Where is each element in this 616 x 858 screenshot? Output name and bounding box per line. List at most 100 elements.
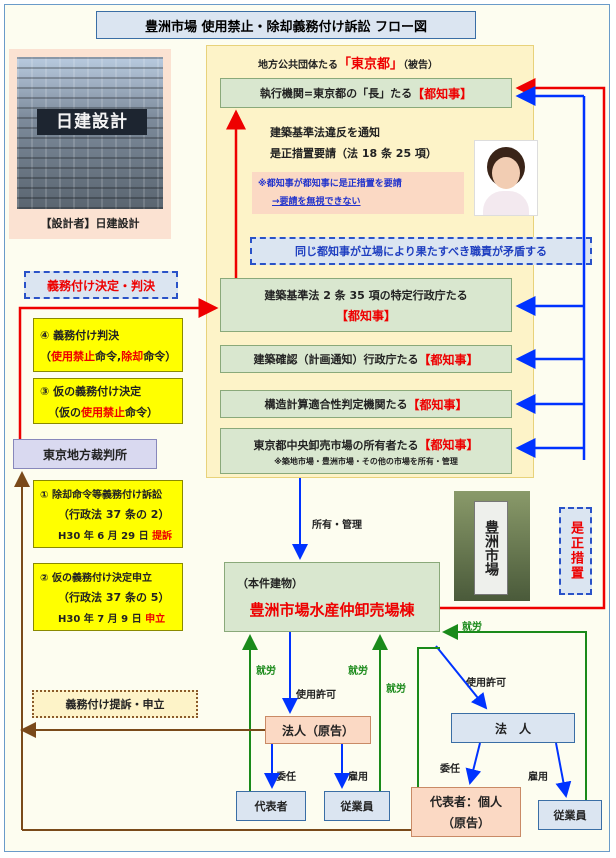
box3-title: ③ 仮の義務付け決定 <box>40 384 142 398</box>
corp-box: 法 人 <box>451 713 575 743</box>
representative-box: 代表者 <box>236 791 306 821</box>
agency3-role: 【都知事】 <box>407 397 468 412</box>
exec-prefix: 執行機関=東京都の「長」たる <box>259 87 413 100</box>
work-label-3: 就労 <box>386 684 406 695</box>
use-permit-label-1: 使用許可 <box>296 690 336 701</box>
entrust-arrow-2 <box>465 742 482 785</box>
use-permit-label-2: 使用許可 <box>466 678 506 689</box>
box1-title: ① 除却命令等義務付け訴訟 <box>40 490 162 501</box>
notice-line-2: 是正措置要請（法 18 条 25 項） <box>270 147 437 160</box>
building-box: （本件建物） 豊洲市場水産仲卸売場棟 <box>224 562 440 632</box>
intro-name: 「東京都」 <box>338 57 404 72</box>
agency3-prefix: 構造計算適合性判定機関たる <box>264 398 408 411</box>
box4-title: ④ 義務付け判決 <box>40 328 120 342</box>
executive-box: 執行機関=東京都の「長」たる【都知事】 <box>220 78 512 108</box>
owner-manage-label: 所有・管理 <box>312 520 362 531</box>
work-label-4: 就労 <box>462 622 482 633</box>
agency2-role: 【都知事】 <box>418 352 479 367</box>
work-label-2: 就労 <box>348 666 368 677</box>
correction-text: 是正措置 <box>568 521 583 581</box>
designer-panel: 日建設計 【設計者】日建設計 <box>9 49 171 239</box>
note-line-2: →要請を無視できない <box>272 197 361 207</box>
filing-banner: 義務付け提訴・申立 <box>32 690 198 718</box>
work-label-1: 就労 <box>256 666 276 677</box>
work-arrow-4 <box>442 624 587 800</box>
intro-prefix: 地方公共団体たる <box>258 60 338 71</box>
red-court-arrow <box>18 298 219 439</box>
agency-box-structural: 構造計算適合性判定機関たる【都知事】 <box>220 390 512 418</box>
hire-label-1: 雇用 <box>348 772 368 783</box>
lawsuit-box: ① 除却命令等義務付け訴訟 （行政法 37 条の 2） H30 年 6 月 29… <box>33 480 183 548</box>
provisional-decision-box: ③ 仮の義務付け決定 （仮の使用禁止命令） <box>33 378 183 424</box>
use-permit-arrow-2 <box>435 645 488 710</box>
note-box: ※都知事が都知事に是正措置を要請 →要請を無視できない <box>252 172 464 214</box>
rep2b-label: （原告） <box>441 816 490 830</box>
agency1-role: 【都知事】 <box>335 308 396 323</box>
box4-c: 除却 <box>121 349 144 363</box>
box3-c: 命令） <box>125 405 158 419</box>
work-arrow-3 <box>417 647 440 787</box>
employee-box-1: 従業員 <box>324 791 390 821</box>
employee-box-2: 従業員 <box>538 800 602 830</box>
governor-body <box>483 191 529 215</box>
representative-individual-box: 代表者：個人 （原告） <box>411 787 521 837</box>
box2-date: H30 年 7 月 9 日 <box>58 614 142 625</box>
box1-action: 提訴 <box>152 531 173 542</box>
box2-action: 申立 <box>145 614 166 625</box>
note-line-1: ※都知事が都知事に是正措置を要請 <box>258 179 402 189</box>
exec-role: 【都知事】 <box>412 86 473 101</box>
building-name: 豊洲市場水産仲卸売場棟 <box>249 600 415 619</box>
nikken-sign: 日建設計 <box>37 109 147 135</box>
agency-box-confirmation: 建築確認（計画通知）行政庁たる【都知事】 <box>220 345 512 373</box>
notice-line-1: 建築基準法違反を通知 <box>270 126 380 139</box>
agency2-prefix: 建築確認（計画通知）行政庁たる <box>253 353 419 366</box>
designer-label: 【設計者】日建設計 <box>40 217 140 230</box>
agency-box-owner: 東京都中央卸売市場の所有者たる【都知事】 ※築地市場・豊洲市場・その他の市場を所… <box>220 428 512 474</box>
corp1-label: 法人（原告） <box>281 723 354 738</box>
correction-badge: 是正措置 <box>559 507 592 595</box>
provisional-petition-box: ② 仮の義務付け決定申立 （行政法 37 条の 5） H30 年 7 月 9 日… <box>33 563 183 631</box>
agency1-prefix: 建築基準法 2 条 35 項の特定行政庁たる <box>264 288 468 302</box>
decision-banner-text: 義務付け決定・判決 <box>46 278 155 293</box>
rep1-label: 代表者 <box>254 800 288 813</box>
agency-box-special: 建築基準法 2 条 35 項の特定行政庁たる 【都知事】 <box>220 278 512 332</box>
tokyo-intro: 地方公共団体たる「東京都」（被告） <box>258 53 438 72</box>
box2-title: ② 仮の義務付け決定申立 <box>40 573 152 584</box>
nikken-building-photo: 日建設計 <box>17 57 163 209</box>
rep2a-label: 代表者：個人 <box>429 795 502 809</box>
hire-label-2: 雇用 <box>528 772 548 783</box>
page-title: 豊洲市場 使用禁止・除却義務付け訴訟 フロー図 <box>96 11 476 39</box>
filing-text: 義務付け提訴・申立 <box>65 698 165 711</box>
box4-a: 使用禁止 <box>51 349 95 363</box>
judgment-box: ④ 義務付け判決 （使用禁止命令,除却命令） <box>33 318 183 372</box>
box3-a: （仮の <box>48 405 81 419</box>
box2-law: （行政法 37 条の 5） <box>58 591 170 604</box>
box4-d: 命令 <box>143 349 166 363</box>
contradiction-text: 同じ都知事が立場により果たすべき職責が矛盾する <box>294 245 547 258</box>
box4-b: 命令, <box>95 349 122 363</box>
agency4-role: 【都知事】 <box>418 437 479 452</box>
tokyo-district-court: 東京地方裁判所 <box>13 439 157 469</box>
red-correction-line <box>440 78 606 610</box>
entrust-label-1: 委任 <box>276 772 296 783</box>
corp-plaintiff-box: 法人（原告） <box>265 716 371 744</box>
decision-banner: 義務付け決定・判決 <box>24 271 178 299</box>
market-sign-board: 豊洲市場 <box>474 501 508 595</box>
emp2-label: 従業員 <box>553 809 587 822</box>
corp2-label: 法 人 <box>494 721 531 736</box>
emp1-label: 従業員 <box>340 800 374 813</box>
box3-b: 使用禁止 <box>81 405 125 419</box>
box1-law: （行政法 37 条の 2） <box>58 508 170 521</box>
governor-photo <box>474 140 538 216</box>
market-sign-photo: 豊洲市場 <box>454 491 530 601</box>
entrust-label-2: 委任 <box>440 764 460 775</box>
market-sign-text: 豊洲市場 <box>483 520 499 576</box>
contradiction-box: 同じ都知事が立場により果たすべき職責が矛盾する <box>250 237 592 265</box>
hire-arrow-2 <box>555 742 572 798</box>
agency4-prefix: 東京都中央卸売市場の所有者たる <box>253 438 419 452</box>
court-name: 東京地方裁判所 <box>42 447 127 462</box>
building-sub: （本件建物） <box>237 576 303 590</box>
governor-face <box>492 157 520 189</box>
intro-suffix: （被告） <box>403 60 439 71</box>
